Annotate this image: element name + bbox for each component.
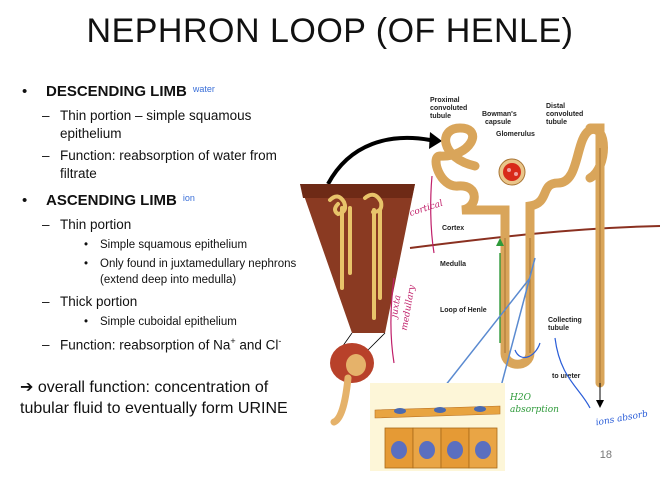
overall-text: overall function: concentration of tubul… xyxy=(20,379,288,417)
descending-heading: DESCENDING LIMB water xyxy=(20,82,310,102)
ascending-thick: –Thick portion xyxy=(42,294,138,310)
bullet-list: DESCENDING LIMB water –Thin portion – sim… xyxy=(20,76,310,354)
label-proximal-2: convoluted xyxy=(430,105,467,112)
label-cortex: Cortex xyxy=(442,225,464,232)
slide-title: NEPHRON LOOP (OF HENLE) xyxy=(86,12,574,50)
ascending-heading: ASCENDING LIMB ion xyxy=(20,191,310,211)
ascending-thin: –Thin portion xyxy=(42,216,132,232)
curved-arrow xyxy=(326,135,431,185)
kidney-wedge xyxy=(300,184,415,333)
label-ureter: to ureter xyxy=(552,373,581,380)
descending-note: water xyxy=(192,84,215,94)
descending-item-text: Thin portion – simple squamous epitheliu… xyxy=(60,107,252,141)
curved-arrow-head xyxy=(429,132,442,149)
label-bowmans-1: Bowman's xyxy=(482,111,517,118)
glomerulus xyxy=(503,163,521,181)
sodium-charge: + xyxy=(230,335,236,346)
label-collecting-2: tubule xyxy=(548,325,569,332)
label-medulla: Medulla xyxy=(440,261,466,268)
label-glomerulus: Glomerulus xyxy=(496,131,535,138)
label-distal-3: tubule xyxy=(546,119,567,126)
label-bowmans-2: capsule xyxy=(485,119,511,126)
chloride-text: and Cl xyxy=(235,337,279,353)
function-text: Function: reabsorption of Na xyxy=(60,337,231,353)
nephron-diagram: Proximal convoluted tubule Bowman's caps… xyxy=(300,97,660,471)
descending-item-text: Function: reabsorption of water from fil… xyxy=(60,148,277,182)
annotation-h2o-1: H2O xyxy=(509,393,532,403)
label-proximal-1: Proximal xyxy=(430,97,460,104)
proximal-tubule xyxy=(431,123,510,358)
wedge-nephron xyxy=(328,192,384,320)
ascending-thin-sub: Only found in juxtamedullary nephrons (e… xyxy=(20,257,310,288)
ascending-thick-sub: Simple cuboidal epithelium xyxy=(20,315,310,331)
label-proximal-3: tubule xyxy=(430,113,451,120)
annotation-ions: ions absorb xyxy=(595,409,649,428)
label-collecting-1: Collecting xyxy=(548,317,582,324)
ascending-function: –Function: reabsorption of Na+ and Cl- xyxy=(42,335,282,353)
overall-function: ➔ overall function: concentration of tub… xyxy=(20,378,310,420)
chloride-charge: - xyxy=(278,335,282,346)
descending-heading-text: DESCENDING LIMB xyxy=(46,83,187,100)
descending-item: –Function: reabsorption of water from fi… xyxy=(42,148,277,182)
arrow-icon: ➔ xyxy=(20,379,34,396)
annotation-juxta-1: juxta xyxy=(389,294,403,320)
annotation-h2o-2: absorption xyxy=(510,405,559,415)
label-loop: Loop of Henle xyxy=(440,307,487,314)
annotation-cortical: cortical xyxy=(408,199,444,219)
ascending-note: ion xyxy=(182,193,195,204)
ascending-thin-text: Thin portion xyxy=(60,216,132,232)
ascending-thin-sub: Simple squamous epithelium xyxy=(20,238,310,254)
cuboidal-epithelium xyxy=(384,427,498,469)
annotation-juxta-2: medullary xyxy=(400,284,418,332)
label-distal-1: Distal xyxy=(546,103,565,110)
descending-item: –Thin portion – simple squamous epitheli… xyxy=(42,107,252,141)
ascending-heading-text: ASCENDING LIMB xyxy=(46,192,177,210)
page-number: 18 xyxy=(599,449,612,461)
label-distal-2: convoluted xyxy=(546,111,583,118)
ascending-thick-text: Thick portion xyxy=(60,294,138,310)
